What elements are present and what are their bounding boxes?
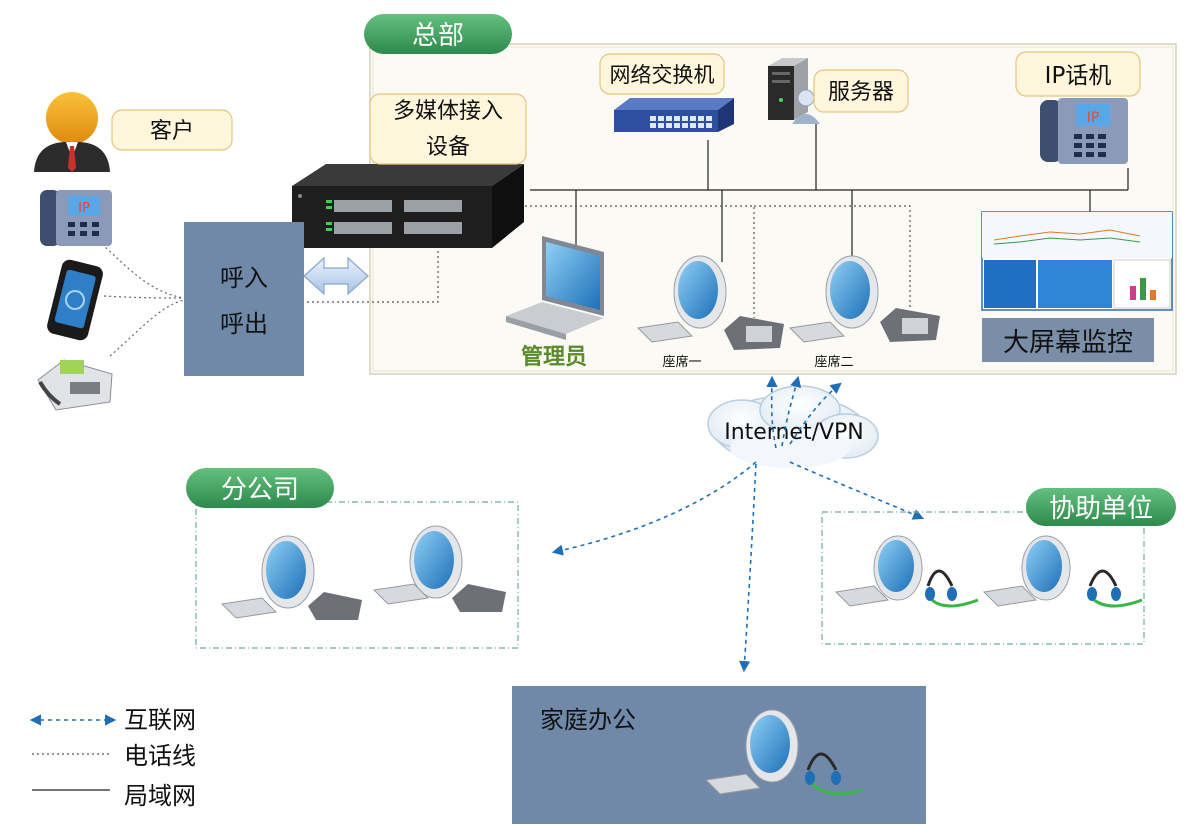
seat-1-phone — [724, 316, 784, 350]
media-device-label-1: 多媒体接入 — [393, 99, 503, 124]
switch-callout: 网络交换机 — [599, 53, 725, 95]
assist-title: 协助单位 — [1049, 494, 1153, 524]
admin-laptop — [506, 236, 604, 340]
branch-title: 分公司 — [221, 475, 299, 505]
headquarters-title: 总部 — [412, 21, 464, 51]
media-device-callout: 多媒体接入 设备 — [369, 93, 527, 165]
legend-phone-label: 电话线 — [124, 742, 196, 770]
seat-2-workstation — [788, 255, 940, 343]
call-out-label: 呼出 — [220, 310, 268, 338]
customer-fax-phone — [37, 359, 113, 411]
ip-phone-callout: IP话机 — [1015, 51, 1141, 97]
branch-workstation-1 — [220, 535, 362, 620]
admin-label: 管理员 — [521, 344, 587, 370]
headquarters-tag: 总部 — [364, 14, 512, 54]
branch-workstation-2 — [372, 525, 506, 612]
call-box-double-arrow — [303, 256, 369, 296]
server-label: 服务器 — [828, 80, 894, 105]
ip-phone-label: IP话机 — [1045, 63, 1112, 89]
internet-cloud: Internet/VPN — [707, 385, 879, 468]
lan-lines — [530, 120, 1129, 262]
assist-workstation-2 — [982, 535, 1143, 608]
customer-phone-badge: IP — [78, 201, 90, 216]
home-title: 家庭办公 — [540, 706, 636, 734]
customer-callout: 客户 — [111, 109, 233, 151]
branch-tag: 分公司 — [186, 468, 334, 508]
call-in-label: 呼入 — [220, 264, 268, 292]
phone-lines-hq — [306, 205, 911, 318]
branch-region — [195, 501, 519, 649]
assist-workstation-1 — [834, 535, 979, 608]
server-icon — [768, 58, 820, 124]
assist-region — [821, 511, 1145, 645]
ip-phone-hq-badge: IP — [1087, 110, 1100, 126]
monitor-label: 大屏幕监控 — [1003, 328, 1133, 358]
legend-internet-label: 互联网 — [124, 706, 196, 734]
assist-tag: 协助单位 — [1026, 488, 1176, 526]
switch-label: 网络交换机 — [610, 63, 715, 87]
legend: 互联网 电话线 局域网 — [29, 706, 196, 810]
big-screen-monitor — [981, 211, 1173, 311]
phone-lines-customer — [101, 243, 185, 357]
cloud-label: Internet/VPN — [724, 420, 864, 445]
legend-lan-label: 局域网 — [124, 782, 196, 810]
media-device-label-2: 设备 — [426, 135, 470, 160]
ip-phone-hq: IP — [1040, 98, 1128, 164]
internet-links — [551, 375, 925, 673]
seat-1-label: 座席一 — [662, 354, 701, 370]
monitor-callout: 大屏幕监控 — [982, 318, 1154, 362]
call-box: 呼入 呼出 — [184, 222, 304, 376]
media-access-device — [292, 164, 524, 248]
customer-avatar — [34, 92, 110, 172]
seat-2-phone — [880, 308, 940, 342]
home-workstation — [704, 709, 863, 796]
customer-mobile-phone — [47, 259, 103, 341]
customer-label: 客户 — [150, 119, 194, 144]
server-callout: 服务器 — [813, 69, 909, 113]
network-switch — [614, 98, 734, 132]
customer-ip-phone: IP — [40, 190, 112, 246]
home-office-region: 家庭办公 — [512, 686, 926, 824]
seat-2-label: 座席二 — [814, 354, 853, 370]
seat-1-workstation — [636, 255, 784, 350]
